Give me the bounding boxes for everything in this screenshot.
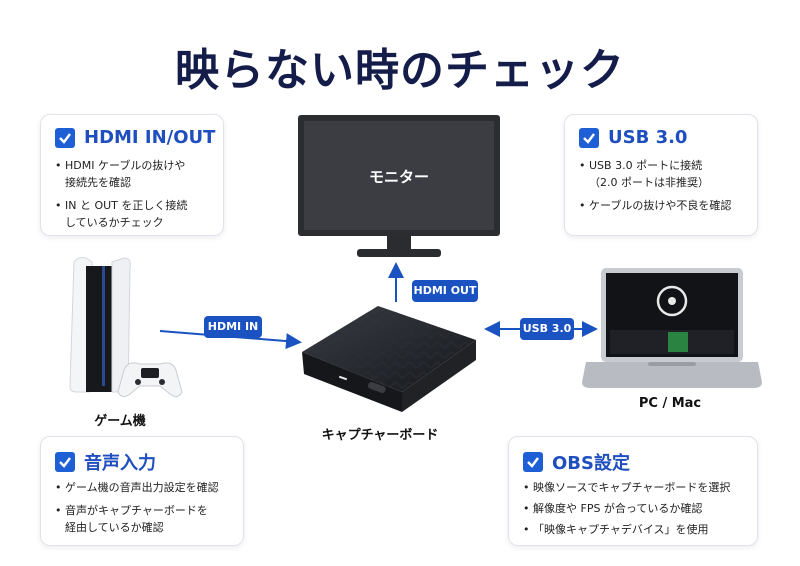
- hdmi-check-card: HDMI IN/OUT HDMI ケーブルの抜けや 接続先を確認 IN と OU…: [40, 114, 224, 236]
- list-item: ケーブルの抜けや不良を確認: [579, 197, 731, 214]
- checkbox-icon: [55, 452, 75, 472]
- game-console-image: [69, 257, 183, 398]
- hdmi-in-tag: HDMI IN: [204, 316, 262, 338]
- card-title: 音声入力: [84, 453, 156, 474]
- card-title: HDMI IN/OUT: [84, 127, 216, 148]
- list-item: 音声がキャプチャーボードを 経由しているか確認: [55, 502, 219, 536]
- list-item: 映像ソースでキャプチャーボードを選択: [523, 479, 730, 496]
- list-item: 解像度や FPS が合っているか確認: [523, 500, 730, 517]
- checkbox-icon: [523, 452, 543, 472]
- list-item: HDMI ケーブルの抜けや 接続先を確認: [55, 157, 187, 191]
- list-item: USB 3.0 ポートに接続 （2.0 ポートは非推奨）: [579, 157, 731, 191]
- capture-board-image: [302, 306, 476, 412]
- capture-board-label: キャプチャーボード: [321, 428, 439, 443]
- card-title: USB 3.0: [608, 127, 688, 148]
- console-label: ゲーム機: [94, 414, 146, 429]
- usb-check-card: USB 3.0 USB 3.0 ポートに接続 （2.0 ポートは非推奨） ケーブ…: [564, 114, 758, 236]
- checkbox-icon: [579, 127, 599, 148]
- monitor-image: [298, 115, 500, 257]
- page-title: 映らない時のチェック: [175, 45, 625, 96]
- usb-tag: USB 3.0: [520, 318, 574, 340]
- list-item: 「映像キャプチャデバイス」を使用: [523, 521, 730, 538]
- audio-check-card: 音声入力 ゲーム機の音声出力設定を確認 音声がキャプチャーボードを 経由している…: [40, 436, 244, 546]
- laptop-image: [582, 268, 762, 388]
- checkbox-icon: [55, 127, 75, 148]
- pc-label: PC / Mac: [638, 396, 702, 411]
- list-item: IN と OUT を正しく接続 しているかチェック: [55, 197, 187, 231]
- hdmi-out-tag: HDMI OUT: [412, 280, 478, 302]
- list-item: ゲーム機の音声出力設定を確認: [55, 479, 219, 496]
- monitor-screen-text: モニター: [368, 168, 429, 186]
- obs-check-card: OBS設定 映像ソースでキャプチャーボードを選択 解像度や FPS が合っている…: [508, 436, 758, 546]
- card-title: OBS設定: [552, 453, 630, 474]
